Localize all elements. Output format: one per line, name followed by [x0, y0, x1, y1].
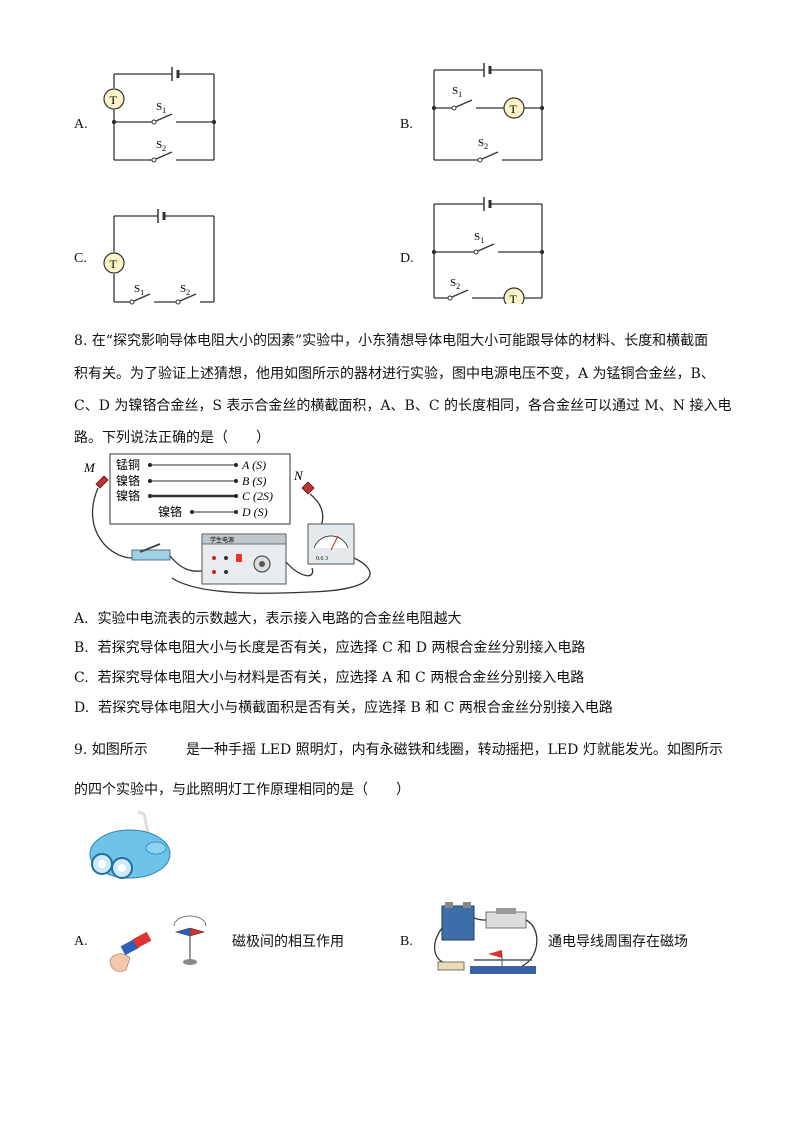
current-magnetic-field-experiment-image	[433, 902, 538, 974]
svg-text:S2: S2	[478, 137, 488, 151]
power-supply-label: 学生电源	[210, 536, 234, 544]
terminal-n-label: N	[293, 468, 304, 483]
q7-option-d-label: D.	[400, 251, 414, 266]
q8-option-c: C. 若探究导体电阻大小与材料是否有关，应选择 A 和 C 两根合金丝分别接入电…	[74, 670, 585, 686]
q8-question-line-1: 8. 在“探究影响导体电阻大小的因素”实验中，小东猜想导体电阻大小可能跟导体的材…	[74, 333, 709, 349]
wire-a-material: 锰铜	[116, 457, 140, 472]
svg-text:S2: S2	[180, 283, 190, 297]
q9-option-b-caption: 通电导线周围存在磁场	[548, 934, 688, 950]
lamp-d: T	[510, 292, 518, 304]
q7-option-b-label: B.	[400, 117, 413, 132]
svg-text:S2: S2	[156, 139, 166, 153]
q9-option-b-letter: B.	[400, 934, 413, 949]
q7-option-a-label: A.	[74, 117, 88, 132]
terminal-m-label: M	[83, 460, 96, 475]
q7-option-b-circuit: T S1 S2	[432, 63, 544, 163]
magnet-poles-experiment-image	[109, 915, 207, 972]
q8-question-line-4: 路。下列说法正确的是（ ）	[74, 430, 270, 446]
q8-option-b: B. 若探究导体电阻大小与长度是否有关，应选择 C 和 D 两根合金丝分别接入电…	[74, 640, 586, 656]
q8-option-d: D. 若探究导体电阻大小与横截面积是否有关，应选择 B 和 C 两根合金丝分别接…	[74, 700, 613, 716]
wire-b-material: 镍铬	[116, 473, 140, 488]
q9-question-line-1b: 是一种手摇 LED 照明灯，内有永磁铁和线圈，转动摇把，LED 灯就能发光。如图…	[186, 742, 723, 758]
svg-text:S1: S1	[156, 101, 166, 115]
wire-b-label: B (S)	[242, 474, 266, 488]
q9-option-a-caption: 磁极间的相互作用	[232, 934, 344, 950]
svg-text:S1: S1	[474, 231, 484, 245]
wire-c-material: 镍铬	[116, 488, 140, 503]
q8-experiment-figure: M N 锰铜 A (S) 镍铬 B (S) 镍铬 C (2S) 镍铬 D (S)…	[83, 453, 371, 594]
q7-option-c-label: C.	[74, 251, 87, 266]
q7-option-d-circuit: S1 S2 T	[432, 197, 544, 304]
q8-question-line-2: 积有关。为了验证上述猜想，他用如图所示的器材进行实验，图中电源电压不变，A 为锰…	[74, 366, 715, 382]
wire-d-material: 镍铬	[158, 504, 182, 519]
q9-question-line-1a: 9. 如图所示	[74, 742, 148, 758]
ammeter-ticks: 0.6 3	[316, 556, 328, 562]
wire-a-label: A (S)	[241, 458, 266, 472]
q9-question-line-2: 的四个实验中，与此照明灯工作原理相同的是（ ）	[74, 782, 410, 798]
lamp-b: T	[510, 102, 518, 116]
wire-c-label: C (2S)	[242, 489, 273, 503]
lamp-a: T	[110, 93, 118, 107]
q9-option-a-letter: A.	[74, 934, 88, 949]
svg-text:S1: S1	[134, 283, 144, 297]
wire-d-label: D (S)	[241, 505, 268, 519]
q7-option-a-circuit: T S1 S2	[103, 67, 216, 163]
svg-text:S1: S1	[452, 85, 462, 99]
q7-option-c-circuit: T S1 S2	[103, 209, 215, 305]
svg-text:S2: S2	[450, 277, 460, 291]
q8-option-a: A. 实验中电流表的示数越大，表示接入电路的合金丝电阻越大	[74, 611, 462, 627]
hand-crank-led-lamp-image	[89, 810, 171, 879]
lamp-c: T	[110, 257, 118, 271]
q8-question-line-3: C、D 为镍铬合金丝，S 表示合金丝的横截面积，A、B、C 的长度相同，各合金丝…	[74, 398, 732, 414]
